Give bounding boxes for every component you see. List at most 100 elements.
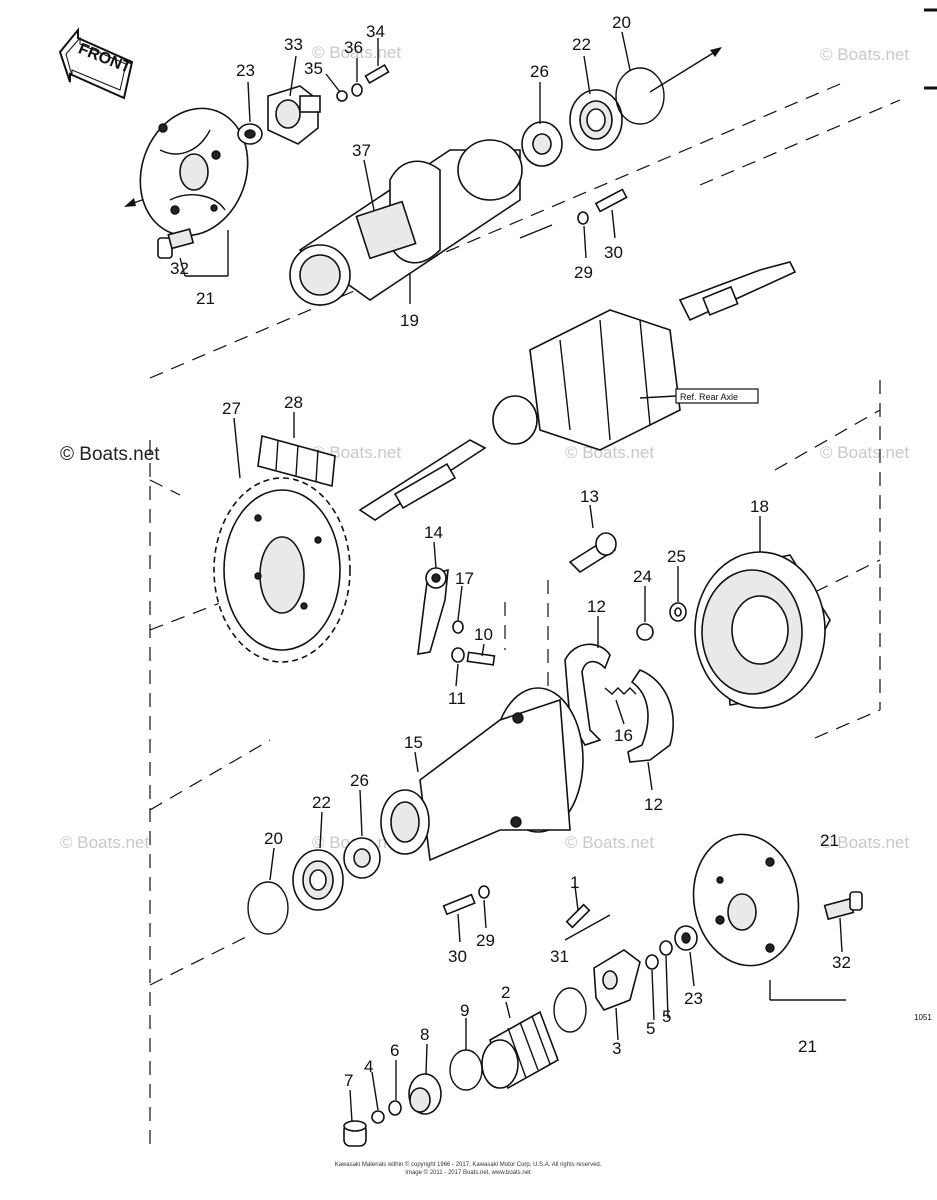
callout-12-lower: 12 xyxy=(644,795,663,814)
watermark-8: © Boats.net xyxy=(565,833,654,852)
callout-22: 22 xyxy=(572,35,591,54)
callout-7: 7 xyxy=(344,1071,353,1090)
chain-link-28 xyxy=(257,434,336,488)
rear-axle-assembly xyxy=(358,261,797,521)
nut-8 xyxy=(408,1073,442,1115)
nut-23-lower xyxy=(674,925,698,951)
callout-27: 27 xyxy=(222,399,241,418)
sprocket-27 xyxy=(213,477,351,663)
spring-16 xyxy=(604,687,637,695)
callout-15: 15 xyxy=(404,733,423,752)
callout-23-lower: 23 xyxy=(684,989,703,1008)
brake-panel-15 xyxy=(380,687,584,862)
hub-plate-21-lower xyxy=(692,833,800,967)
pin-13 xyxy=(568,532,617,574)
diagram-code: 1051 xyxy=(914,1013,932,1022)
front-arrow-icon: FRONT xyxy=(58,27,134,100)
callout-25: 25 xyxy=(667,547,686,566)
washer-5-b xyxy=(659,940,673,956)
brake-shoe-12-lower xyxy=(627,669,674,763)
callout-1: 1 xyxy=(570,873,579,892)
circlip-20-top xyxy=(615,67,665,125)
washer-29-lower xyxy=(478,885,490,899)
cap-7 xyxy=(343,1120,367,1147)
bolt-30-lower xyxy=(442,893,476,916)
brake-drum-18 xyxy=(694,551,831,709)
callout-labels: 33 3 6 34 23 35 26 22 20 37 32 21 30 29 1… xyxy=(170,13,851,1090)
nut-24 xyxy=(636,623,654,641)
callout-21-lower: 21 xyxy=(798,1037,817,1056)
gear-2 xyxy=(481,1010,559,1090)
callout-37: 37 xyxy=(352,141,371,160)
nut-23-top xyxy=(237,123,263,145)
callout-22-lower: 22 xyxy=(312,793,331,812)
callout-30: 30 xyxy=(604,243,623,262)
callout-4: 4 xyxy=(364,1057,373,1076)
callout-35: 35 xyxy=(304,59,323,78)
callout-11: 11 xyxy=(448,689,466,708)
coupling-33 xyxy=(267,85,321,145)
ref-label: Ref. Rear Axle xyxy=(680,392,738,402)
washer-36 xyxy=(351,83,363,97)
callout-32-lower: 32 xyxy=(832,953,851,972)
watermark-6: © Boats.net xyxy=(60,833,149,852)
callout-3: 3 xyxy=(612,1039,621,1058)
callout-8: 8 xyxy=(420,1025,429,1044)
spacer-26-lower xyxy=(343,837,381,879)
callout-12-upper: 12 xyxy=(587,597,606,616)
callout-17: 17 xyxy=(455,569,474,588)
callout-29-lower: 29 xyxy=(476,931,495,950)
callout-23: 23 xyxy=(236,61,255,80)
watermark-9: © Boats.net xyxy=(820,833,909,852)
brake-lever-14 xyxy=(417,567,449,655)
callout-30-lower: 30 xyxy=(448,947,467,966)
callout-24: 24 xyxy=(633,567,652,586)
leader-lines xyxy=(179,31,846,1123)
callout-9: 9 xyxy=(460,1001,469,1020)
callout-26: 26 xyxy=(530,62,549,81)
callout-5-a: 5 xyxy=(646,1019,655,1038)
callout-26-lower: 26 xyxy=(350,771,369,790)
bearing-22-top xyxy=(569,89,623,151)
axis-lines xyxy=(124,47,722,239)
spacer-26-top xyxy=(521,121,563,167)
bolt-32-top xyxy=(157,228,195,259)
callout-28: 28 xyxy=(284,393,303,412)
bolt-32-lower xyxy=(823,891,863,921)
callout-10: 10 xyxy=(474,625,493,644)
washer-6 xyxy=(388,1100,402,1116)
copyright-line-2: Image © 2011 - 2017 Boats.net, www.boats… xyxy=(405,1169,531,1176)
o-ring-upper xyxy=(553,987,587,1033)
axle-tube-19 xyxy=(289,139,523,306)
callout-21: 21 xyxy=(196,289,215,308)
bolt-31 xyxy=(565,903,591,929)
ref-label-box: Ref. Rear Axle xyxy=(639,388,759,404)
bolt-30-top xyxy=(594,188,628,213)
circlip-20-lower xyxy=(247,881,289,935)
callout-21-right: 21 xyxy=(820,831,839,850)
bolt-10 xyxy=(466,651,496,666)
o-ring-9-lower xyxy=(449,1049,483,1091)
watermark-4: © Boats.net xyxy=(565,443,654,462)
callout-34: 34 xyxy=(366,22,385,41)
washer-35 xyxy=(336,90,348,102)
callout-33: 33 xyxy=(284,35,303,54)
callout-20: 20 xyxy=(612,13,631,32)
pin-17 xyxy=(452,620,464,634)
callout-6: 6 xyxy=(390,1041,399,1060)
callout-14: 14 xyxy=(424,523,443,542)
callout-29: 29 xyxy=(574,263,593,282)
flange-3 xyxy=(593,949,641,1011)
callout-13: 13 xyxy=(580,487,599,506)
copyright-line-1: Kawasaki Materials within © copyright 19… xyxy=(335,1161,602,1168)
watermark-1: © Boats.net xyxy=(312,43,401,62)
washer-25 xyxy=(669,602,687,622)
callout-20-lower: 20 xyxy=(264,829,283,848)
washer-4 xyxy=(371,1110,385,1124)
callout-32: 32 xyxy=(170,259,189,278)
washer-5-a xyxy=(645,954,659,970)
watermark-primary: © Boats.net xyxy=(60,444,160,465)
washer-11 xyxy=(451,647,465,663)
callout-19: 19 xyxy=(400,311,419,330)
